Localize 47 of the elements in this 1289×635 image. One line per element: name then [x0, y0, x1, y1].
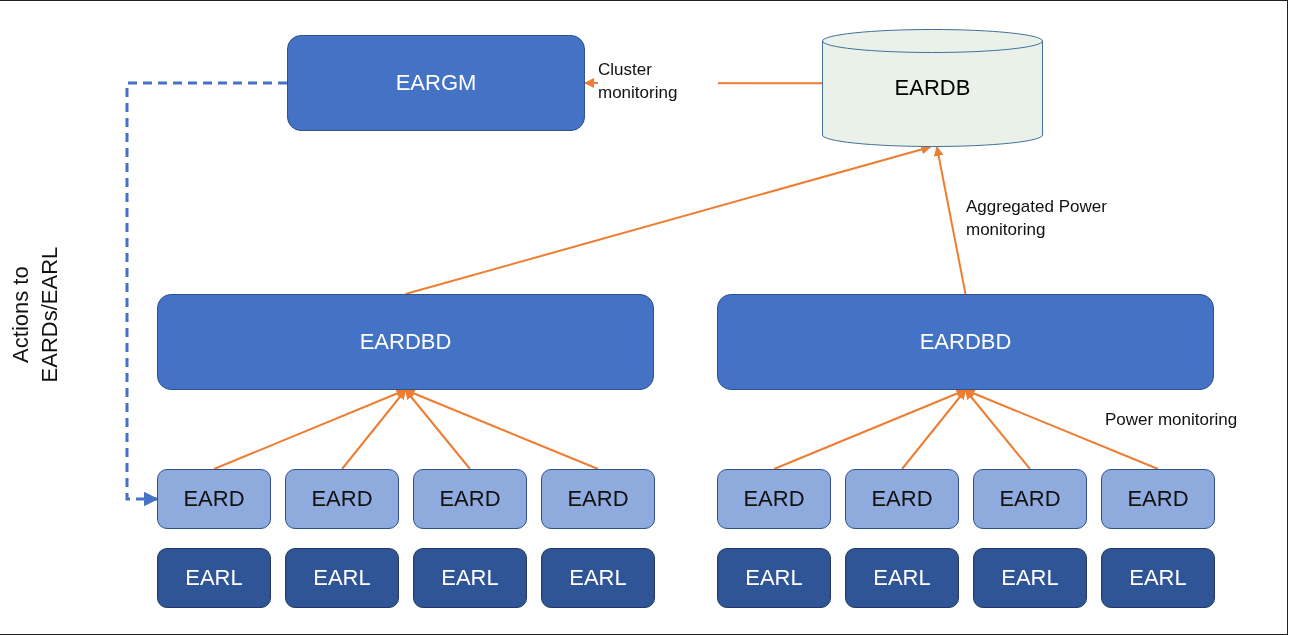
dashed-arrow [125, 81, 287, 507]
process-box [157, 469, 271, 529]
node-label: EARD [439, 486, 501, 512]
node-label: EARD [183, 486, 245, 512]
node-label: EARL [873, 565, 931, 591]
node-label: EARL [1129, 565, 1187, 591]
process-box [541, 548, 655, 608]
process-box [717, 469, 831, 529]
process-box [413, 548, 527, 608]
process-box [285, 469, 399, 529]
process-box [717, 294, 1214, 390]
process-box [287, 35, 585, 131]
node-label: EARDB [894, 75, 971, 101]
process-box [285, 548, 399, 608]
arrow [964, 389, 1031, 470]
process-box [973, 469, 1087, 529]
annotation-label: Power monitoring [1105, 410, 1238, 430]
process-box [845, 469, 959, 529]
process-box [973, 548, 1087, 608]
node-label: EARD [743, 486, 805, 512]
process-box [157, 294, 654, 390]
node-label: EARD [311, 486, 373, 512]
database-cylinder [822, 29, 1043, 147]
process-box [413, 469, 527, 529]
node-label: EARL [745, 565, 803, 591]
node-label: EARD [871, 486, 933, 512]
node-label: EARL [313, 565, 371, 591]
node-label: EARGM [395, 70, 477, 96]
node-label: EARL [569, 565, 627, 591]
arrow [404, 389, 471, 470]
node-label: EARL [1001, 565, 1059, 591]
process-box [1101, 469, 1215, 529]
process-box [541, 469, 655, 529]
process-box [845, 548, 959, 608]
process-box [157, 548, 271, 608]
node-label: EARL [185, 565, 243, 591]
node-label: EARL [441, 565, 499, 591]
node-label: EARDBD [919, 329, 1012, 355]
arrow [901, 389, 967, 470]
node-label: EARD [999, 486, 1061, 512]
process-box [1101, 548, 1215, 608]
arrow [341, 389, 407, 470]
node-label: EARD [1127, 486, 1189, 512]
node-label: EARDBD [359, 329, 452, 355]
arrow [933, 146, 967, 295]
process-box [717, 548, 831, 608]
node-label: EARD [567, 486, 629, 512]
